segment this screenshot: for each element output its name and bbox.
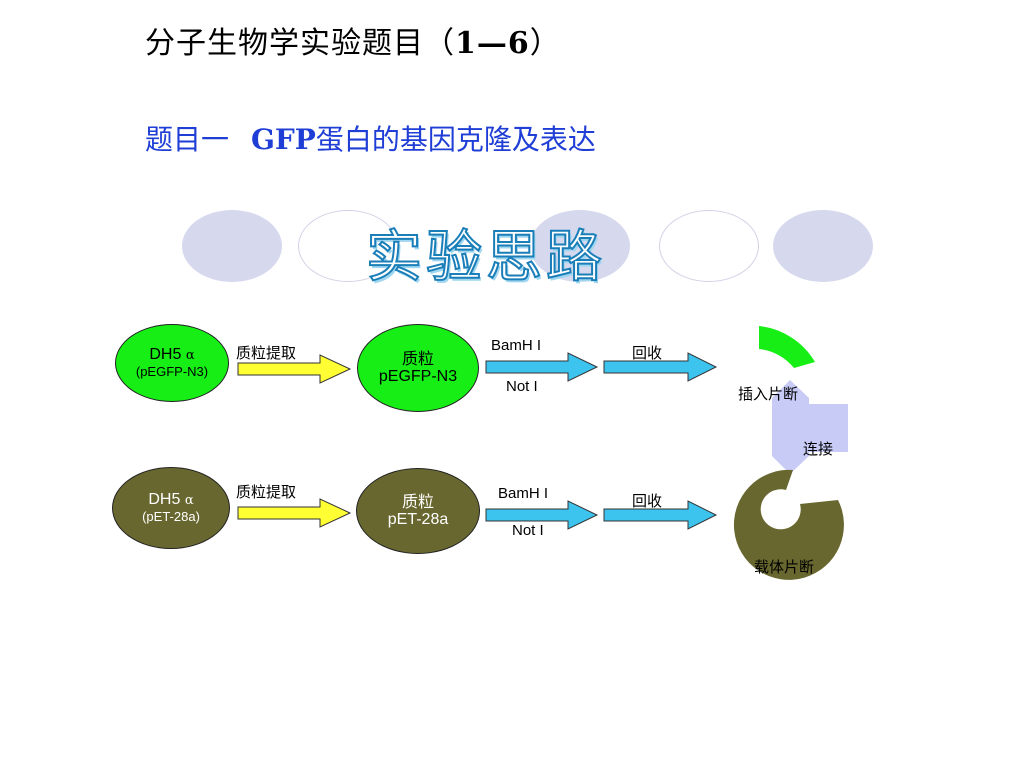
ligation-label: 连接 xyxy=(803,440,834,458)
decor-ellipse-5 xyxy=(773,210,873,282)
banner-title: 实验思路 xyxy=(365,224,606,291)
row2-enzyme1-label: BamH I xyxy=(498,485,549,502)
subtitle-rest: 蛋白的基因克隆及表达 xyxy=(315,123,596,156)
row2-extract-arrow xyxy=(237,498,352,528)
subtitle-gfp: GFP xyxy=(251,123,316,156)
row1-source-plasmid: (pEGFP-N3) xyxy=(135,363,209,379)
row2-plasmid-name: pET-28a xyxy=(387,511,449,528)
row2-source-alpha: α xyxy=(184,493,194,509)
insert-fragment-arc xyxy=(759,326,815,368)
row1-recover-label: 回收 xyxy=(632,344,663,362)
row2-digest-arrow xyxy=(485,500,599,530)
row2-recover-label: 回收 xyxy=(632,492,663,510)
row1-recover-arrow xyxy=(603,352,718,382)
row2-recover-arrow xyxy=(603,500,718,530)
row2-source-node: DH5 α (pET-28a) xyxy=(112,467,230,549)
decor-ellipse-1 xyxy=(182,210,282,282)
row1-plasmid-name: pEGFP-N3 xyxy=(378,368,458,385)
row1-extract-label: 质粒提取 xyxy=(236,344,297,362)
decor-ellipse-3 xyxy=(530,210,630,282)
row2-plasmid-node: 质粒 pET-28a xyxy=(356,468,480,554)
row2-source-plasmid: (pET-28a) xyxy=(142,508,200,524)
subtitle-prefix: 题目一 xyxy=(145,123,230,156)
ligation-connector xyxy=(772,380,848,474)
row2-enzyme2-label: Not I xyxy=(512,522,544,539)
decor-ellipse-2 xyxy=(298,210,398,282)
row2-source-name: DH5 xyxy=(148,491,181,509)
row1-plasmid-node: 质粒 pEGFP-N3 xyxy=(357,324,479,412)
row1-source-node: DH5 α (pEGFP-N3) xyxy=(115,324,229,402)
row1-digest-arrow xyxy=(485,352,599,382)
row1-enzyme2-label: Not I xyxy=(506,378,538,395)
decor-ellipse-4 xyxy=(659,210,759,282)
page-title: 分子生物学实验题目（1—6） xyxy=(145,18,561,62)
subtitle: 题目一 GFP蛋白的基因克隆及表达 xyxy=(145,118,596,158)
row1-plasmid-label: 质粒 xyxy=(401,348,434,368)
row2-plasmid-label: 质粒 xyxy=(401,491,434,511)
page-title-text: 分子生物学实验题目（ xyxy=(145,26,455,61)
page-title-range: 1—6 xyxy=(455,26,530,61)
row2-extract-label: 质粒提取 xyxy=(236,483,297,501)
row1-source-name: DH5 xyxy=(149,346,182,364)
insert-fragment-label: 插入片断 xyxy=(738,385,799,403)
vector-fragment-label: 载体片断 xyxy=(754,558,815,576)
vector-fragment-ring xyxy=(733,469,844,580)
row1-enzyme1-label: BamH I xyxy=(491,337,542,354)
page-title-close: ） xyxy=(529,26,561,61)
row1-extract-arrow xyxy=(237,354,352,384)
row1-source-alpha: α xyxy=(185,348,195,364)
